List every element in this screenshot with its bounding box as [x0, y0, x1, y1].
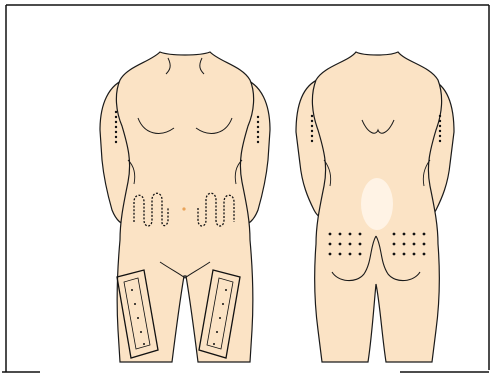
front-view-body — [100, 52, 270, 362]
lower-back-highlight — [361, 178, 393, 230]
navel-mark — [182, 207, 185, 210]
back-view-body — [296, 52, 454, 362]
